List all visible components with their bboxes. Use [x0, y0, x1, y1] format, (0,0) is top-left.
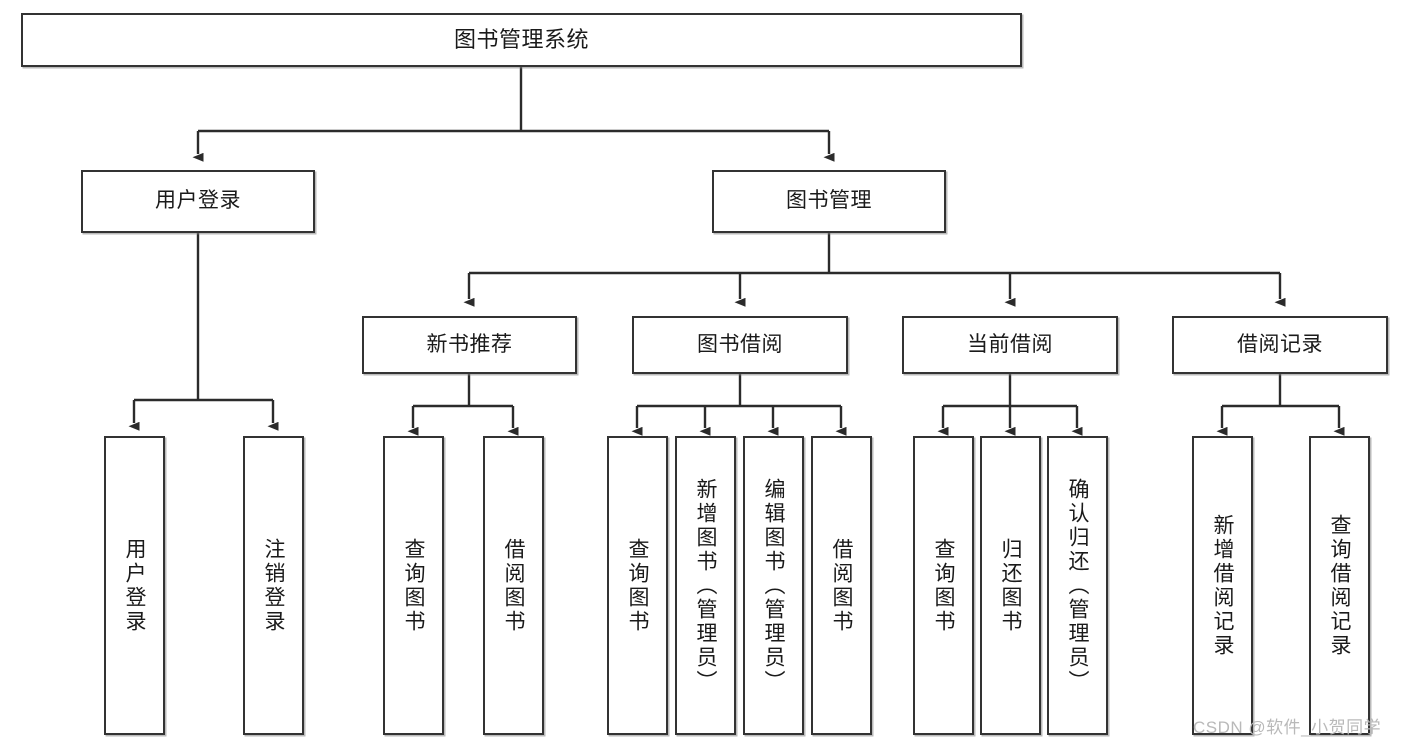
leaf-record-query-record[interactable]: 查询借阅记录: [1309, 436, 1370, 735]
node-label: 借阅记录: [1237, 332, 1323, 356]
leaf-current-return-book[interactable]: 归还图书: [980, 436, 1041, 735]
leaf-borrow-add-book-admin[interactable]: 新增图书（管理员）: [675, 436, 736, 735]
node-root-system[interactable]: 图书管理系统: [21, 13, 1022, 67]
node-label: 注销登录: [262, 537, 285, 634]
node-label: 新增借阅记录: [1211, 513, 1234, 658]
leaf-user-login-login[interactable]: 用户登录: [104, 436, 165, 735]
node-label: 新书推荐: [426, 332, 513, 356]
node-label: 当前借阅: [967, 332, 1053, 356]
node-label: 编辑图书（管理员）: [762, 477, 785, 694]
node-label: 查询图书: [402, 537, 425, 634]
leaf-borrow-borrow-book[interactable]: 借阅图书: [811, 436, 872, 735]
node-book-borrow[interactable]: 图书借阅: [632, 316, 848, 374]
node-label: 用户登录: [155, 189, 241, 213]
leaf-new-book-borrow[interactable]: 借阅图书: [483, 436, 544, 735]
node-current-borrow[interactable]: 当前借阅: [902, 316, 1118, 374]
leaf-current-confirm-return-admin[interactable]: 确认归还（管理员）: [1047, 436, 1108, 735]
node-label: 查询借阅记录: [1328, 513, 1351, 658]
node-new-book-recommend[interactable]: 新书推荐: [362, 316, 577, 374]
node-label: 图书管理系统: [453, 27, 589, 53]
node-label: 查询图书: [932, 537, 955, 634]
leaf-user-login-logout[interactable]: 注销登录: [243, 436, 304, 735]
leaf-borrow-query-book[interactable]: 查询图书: [607, 436, 668, 735]
node-label: 查询图书: [626, 537, 649, 634]
node-book-management[interactable]: 图书管理: [712, 170, 946, 233]
node-label: 新增图书（管理员）: [694, 477, 717, 694]
leaf-record-add-record[interactable]: 新增借阅记录: [1192, 436, 1253, 735]
node-label: 借阅图书: [502, 537, 525, 634]
node-label: 图书管理: [786, 189, 872, 213]
node-label: 用户登录: [123, 537, 146, 634]
node-label: 确认归还（管理员）: [1066, 477, 1089, 694]
csdn-watermark: CSDN @软件_小贺同学: [1193, 718, 1382, 737]
leaf-current-query-book[interactable]: 查询图书: [913, 436, 974, 735]
node-borrow-record[interactable]: 借阅记录: [1172, 316, 1388, 374]
node-label: 借阅图书: [830, 537, 853, 634]
node-label: 归还图书: [999, 537, 1022, 634]
node-user-login[interactable]: 用户登录: [81, 170, 315, 233]
leaf-borrow-edit-book-admin[interactable]: 编辑图书（管理员）: [743, 436, 804, 735]
leaf-new-book-query[interactable]: 查询图书: [383, 436, 444, 735]
node-label: 图书借阅: [697, 332, 783, 356]
